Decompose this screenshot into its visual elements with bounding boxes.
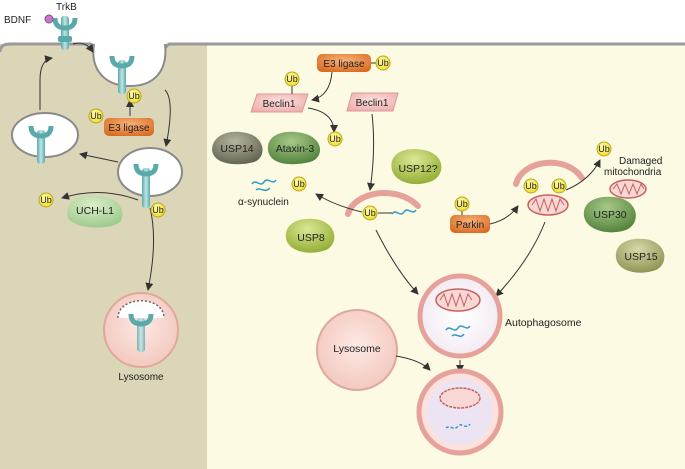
- ub-beclin-top: Ub: [284, 71, 300, 94]
- damaged-mitochondrion: [609, 179, 647, 199]
- ub-e3-right: Ub: [371, 55, 391, 71]
- trkb-receptor-recycling: [28, 125, 54, 164]
- arrow-e3-to-beclin: [311, 71, 333, 103]
- autophagosome-mitochondrion: [435, 288, 481, 312]
- damaged-mito-label-1: Damaged: [619, 156, 662, 167]
- arrow-pit-to-endosome: [163, 89, 172, 147]
- usp30-label: USP30: [593, 209, 626, 221]
- beclin1-free: [346, 92, 399, 112]
- ub-usp8-released: Ub: [291, 176, 307, 192]
- arrow-deubiquitination: [61, 191, 139, 201]
- autolysosome-mitochondrion: [439, 387, 481, 409]
- lysosome-left-vesicle: [117, 300, 165, 319]
- usp8-label: USP8: [297, 232, 325, 244]
- ataxin3-enzyme: [267, 131, 321, 165]
- alpha-synuclein-label: α-synuclein: [238, 197, 289, 208]
- svg-text:Ub: Ub: [90, 111, 102, 121]
- usp14-enzyme: [212, 131, 263, 165]
- alpha-synuclein-free: [251, 179, 277, 192]
- arrow-to-lysosome-left: [145, 207, 155, 291]
- ub-left-2: Ub: [88, 108, 104, 124]
- ub-left-3: Ub: [150, 202, 166, 218]
- svg-text:Ub: Ub: [456, 199, 468, 209]
- lysosome-left-label: Lysosome: [118, 372, 164, 383]
- svg-text:Ub: Ub: [553, 181, 565, 191]
- arrow-surface-to-pit: [72, 42, 94, 53]
- bdnf-ligand: [44, 14, 54, 24]
- svg-text:Ub: Ub: [329, 134, 341, 144]
- ub-mito-1: Ub: [523, 178, 539, 194]
- arrow-endosome-to-recycling: [79, 151, 119, 163]
- arrow-parkin-to-mito: [489, 205, 519, 225]
- e3-ligase-right-label: E3 ligase: [323, 59, 365, 70]
- phagophore-right: [513, 159, 585, 187]
- autophagosome-synuclein: [445, 325, 471, 338]
- usp12-enzyme: [391, 148, 442, 185]
- lysosome-right-label: Lysosome: [333, 343, 381, 355]
- autophagosome-label: Autophagosome: [505, 317, 582, 329]
- beclin1-right-label: Beclin1: [356, 98, 389, 109]
- phagophore-left: [345, 189, 421, 217]
- trkb-receptor-surface: [52, 16, 78, 50]
- arrow-beclin-to-phagophore: [367, 113, 375, 191]
- arrow-mito-deub: [565, 159, 601, 191]
- trkb-label: TrkB: [56, 2, 77, 13]
- svg-text:Ub: Ub: [525, 181, 537, 191]
- usp30-enzyme: [583, 196, 636, 233]
- trkb-receptor-pit: [109, 55, 135, 94]
- e3-ligase-left-label: E3 ligase: [108, 123, 150, 134]
- arrow-recycle-to-surface: [39, 55, 53, 110]
- ub-mito-2: Ub: [551, 178, 567, 194]
- ub-beclin-released: Ub: [327, 131, 343, 147]
- uchl1-enzyme: [67, 195, 123, 228]
- ataxin3-label: Ataxin-3: [276, 143, 315, 155]
- svg-text:Ub: Ub: [152, 205, 164, 215]
- ub-parkin: Ub: [454, 196, 470, 215]
- uchl1-label: UCH-L1: [76, 205, 114, 217]
- beclin1-left-label: Beclin1: [263, 99, 296, 110]
- svg-text:Ub: Ub: [286, 74, 298, 84]
- degraded-receptor: [128, 313, 154, 352]
- parkin: [450, 215, 490, 233]
- e3-ligase-right: [317, 54, 371, 72]
- mitochondrion-engulfed: [527, 194, 569, 216]
- usp15-label: USP15: [624, 251, 657, 263]
- svg-text:Ub: Ub: [40, 195, 52, 205]
- usp14-label: USP14: [220, 143, 253, 155]
- bdnf-label: BDNF: [4, 15, 31, 26]
- damaged-mito-label-2: mitochondria: [604, 167, 662, 178]
- arrow-synuclein-to-autophagosome: [375, 229, 419, 295]
- ub-left-1: Ub: [126, 88, 142, 104]
- parkin-label: Parkin: [456, 220, 484, 231]
- arrow-lysosome-fusion: [395, 355, 431, 371]
- svg-text:Ub: Ub: [128, 91, 140, 101]
- arrow-usp8-deub: [315, 193, 363, 213]
- beclin1-ubiquitinated: [250, 93, 309, 113]
- arrow-beclin-deub: [307, 107, 338, 133]
- svg-text:Ub: Ub: [377, 58, 389, 68]
- lysosome-right: [316, 309, 398, 391]
- synuclein-in-phagophore: [391, 209, 417, 215]
- e3-ligase-left: [104, 118, 154, 136]
- ub-left-4: Ub: [38, 192, 54, 208]
- svg-text:Ub: Ub: [364, 208, 376, 218]
- arrow-mito-to-autophagosome: [495, 221, 546, 297]
- autophagosome: [417, 273, 503, 359]
- trkb-receptor-endosome: [133, 163, 159, 208]
- usp8-enzyme: [285, 218, 335, 253]
- ub-synuclein: Ub: [362, 205, 392, 221]
- usp15-enzyme: [615, 238, 665, 273]
- svg-text:Ub: Ub: [598, 144, 610, 154]
- autolysosome-synuclein: [445, 423, 471, 430]
- usp12-label: USP12?: [398, 163, 437, 175]
- svg-text:Ub: Ub: [293, 179, 305, 189]
- ub-mito-released: Ub: [596, 141, 612, 157]
- left-panel: [0, 44, 207, 469]
